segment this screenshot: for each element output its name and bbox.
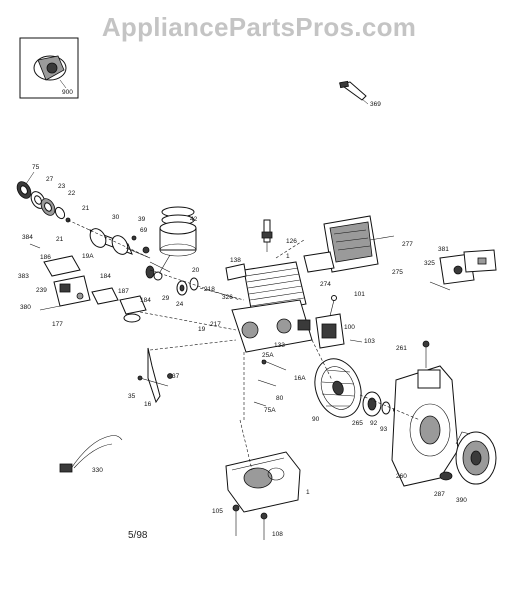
callout-261: 261	[396, 345, 407, 352]
callout-384: 384	[22, 234, 33, 241]
callout-21-a: 21	[82, 205, 90, 212]
throttle-linkage-16	[137, 347, 173, 404]
callout-100: 100	[344, 324, 355, 331]
callout-277: 277	[402, 241, 413, 248]
callout-217: 217	[210, 321, 221, 328]
callout-390: 390	[456, 497, 467, 504]
callout-1-a: 1	[286, 253, 290, 260]
callout-218: 218	[204, 286, 215, 293]
callout-16A: 16A	[294, 375, 306, 382]
callout-30: 30	[112, 214, 120, 221]
callout-21-b: 21	[56, 236, 64, 243]
callout-108: 108	[272, 531, 283, 538]
callout-330: 330	[92, 467, 103, 474]
assembly-guide-lines	[67, 219, 421, 471]
callout-900: 900	[62, 89, 73, 96]
callout-325: 325	[424, 260, 435, 267]
tube-369	[338, 80, 369, 105]
callout-186: 186	[40, 254, 51, 261]
screws-105-108	[232, 504, 268, 540]
kit-900-inset	[19, 37, 79, 99]
starter-cup-265	[362, 391, 399, 417]
callout-37: 37	[172, 373, 180, 380]
callout-380: 380	[20, 304, 31, 311]
callout-92: 92	[370, 420, 378, 427]
date-code: 5/98	[128, 530, 148, 541]
callout-101: 101	[354, 291, 365, 298]
callout-187: 187	[118, 288, 129, 295]
spark-plug-126	[261, 219, 273, 252]
callout-274: 274	[320, 281, 331, 288]
callout-369: 369	[370, 101, 381, 108]
callout-75A: 75A	[264, 407, 276, 414]
callout-24: 24	[176, 301, 184, 308]
callout-23: 23	[58, 183, 66, 190]
callout-16: 16	[144, 401, 152, 408]
ignition-coil-100	[315, 295, 363, 349]
callout-25A: 25A	[262, 352, 274, 359]
callout-287: 287	[434, 491, 445, 498]
callout-90: 90	[312, 416, 320, 423]
crankcase-1	[225, 451, 301, 513]
flywheel-90	[314, 358, 362, 418]
callout-383: 383	[18, 273, 29, 280]
callout-35: 35	[128, 393, 136, 400]
callout-93: 93	[380, 426, 388, 433]
callout-80: 80	[276, 395, 284, 402]
callout-69: 69	[140, 227, 148, 234]
callout-103: 103	[364, 338, 375, 345]
callout-275: 275	[392, 269, 403, 276]
callout-39: 39	[138, 216, 146, 223]
callout-29: 29	[162, 295, 170, 302]
callout-75: 75	[32, 164, 40, 171]
callout-184-b: 184	[140, 297, 151, 304]
watermark: AppliancePartsPros.com	[101, 12, 417, 42]
crankshaft-30	[89, 228, 151, 259]
callout-326: 326	[222, 294, 233, 301]
intake-group	[29, 243, 147, 323]
callout-177: 177	[52, 321, 63, 328]
crankshaft-seals-group	[16, 181, 71, 223]
callout-381: 381	[438, 246, 449, 253]
callout-133: 133	[274, 342, 285, 349]
rewind-starter-390	[439, 431, 497, 485]
piston-assembly	[142, 206, 197, 281]
callout-138-a: 138	[230, 257, 241, 264]
callout-19A: 19A	[82, 253, 94, 260]
callout-105: 105	[212, 508, 223, 515]
callout-20: 20	[192, 267, 200, 274]
callout-42: 42	[190, 216, 198, 223]
callout-19: 19	[198, 326, 206, 333]
callout-22: 22	[68, 190, 76, 197]
callout-239: 239	[36, 287, 47, 294]
wire-harness-330	[59, 435, 123, 473]
bearings-group	[145, 265, 199, 296]
callout-184-a: 184	[100, 273, 111, 280]
gasket-138	[225, 263, 247, 281]
blower-housing-260	[391, 340, 459, 487]
callout-126: 126	[286, 238, 297, 245]
callout-27: 27	[46, 176, 54, 183]
callout-1-b: 1	[306, 489, 310, 496]
governor-linkage	[253, 359, 287, 407]
primer-381	[429, 249, 497, 291]
callout-labels: 900 369 75 27 23 22 21 21 30 69 39 42 12…	[18, 89, 467, 538]
callout-265: 265	[352, 420, 363, 427]
muffler-275	[303, 215, 395, 273]
callout-260: 260	[396, 473, 407, 480]
cylinder-block-1	[231, 261, 313, 353]
